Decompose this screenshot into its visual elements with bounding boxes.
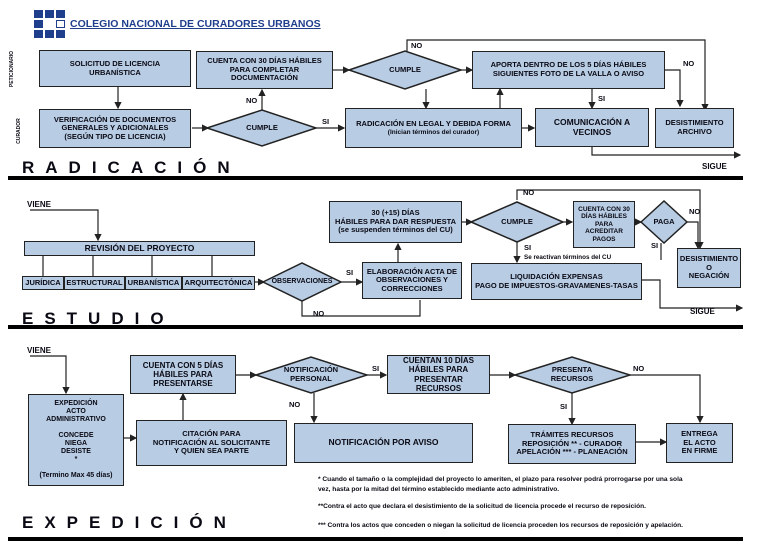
no-label: NO <box>633 364 645 373</box>
sigue-label: SIGUE <box>702 162 727 171</box>
radicacion-legal-box: RADICACIÓN EN LEGAL Y DEBIDA FORMA (Inic… <box>345 108 522 148</box>
paga-label: PAGA <box>653 216 675 226</box>
dias30-text: 30 (+15) DÍAS HÁBILES PARA DAR RESPUESTA <box>334 208 457 226</box>
elaboracion-box: ELABORACIÓN ACTA DE OBSERVACIONES Y CORR… <box>362 262 462 299</box>
no-label: NO <box>689 207 701 216</box>
cumple-diamond-3 <box>469 201 565 243</box>
liquidacion-box: LIQUIDACIÓN EXPENSAS PAGO DE IMPUESTOS-G… <box>471 263 642 300</box>
no-label: NO <box>683 59 695 68</box>
cumple-label-2: CUMPLE <box>389 64 421 74</box>
expedicion-box: EXPEDICIÓN ACTO ADMINISTRATIVO CONCEDE N… <box>28 394 124 486</box>
arquitectonica-box: ARQUITECTÓNICA <box>182 276 255 290</box>
curador-label: CURADOR <box>15 118 22 144</box>
viene-label: VIENE <box>27 346 52 355</box>
dias30-box: 30 (+15) DÍAS HÁBILES PARA DAR RESPUESTA… <box>329 201 462 243</box>
notificacion-diamond <box>253 356 370 394</box>
si-label: SI <box>346 268 354 277</box>
revision-box: REVISIÓN DEL PROYECTO <box>24 241 255 256</box>
section-divider <box>8 176 743 180</box>
cuenta30-pagos-box: CUENTA CON 30 DÍAS HÁBILES PARA ACREDITA… <box>573 201 635 248</box>
cumple-label-1: CUMPLE <box>246 122 278 132</box>
radicacion-legal-text: RADICACIÓN EN LEGAL Y DEBIDA FORMA <box>356 118 511 128</box>
presenta-diamond <box>512 356 633 394</box>
notificacion-aviso-box: NOTIFICACIÓN POR AVISO <box>294 423 473 463</box>
juridica-box: JURÍDICA <box>22 276 64 290</box>
entrega-box: ENTREGA EL ACTO EN FIRME <box>666 423 733 463</box>
reactivan-label: Se reactivan términos del CU <box>524 254 612 261</box>
si-label: SI <box>322 117 330 126</box>
si-label: SI <box>524 243 532 252</box>
cumple-diamond-1 <box>204 109 319 147</box>
section-title-estudio: ESTUDIO <box>22 309 175 328</box>
cumple-diamond-2 <box>346 50 464 90</box>
cuentan10-box: CUENTAN 10 DÍAS HÁBILES PARA PRESENTAR R… <box>387 355 490 394</box>
observaciones-label: OBSERVACIONES <box>271 277 333 285</box>
desistimiento-negacion-box: DESISTIMIENTO O NEGACIÓN <box>677 248 741 288</box>
no-label: NO <box>246 96 258 105</box>
si-label: SI <box>651 241 659 250</box>
page-title: COLEGIO NACIONAL DE CURADORES URBANOS <box>70 18 321 30</box>
si-label: SI <box>372 364 380 373</box>
logo <box>34 10 66 38</box>
no-label: NO <box>411 41 423 50</box>
verificacion-box: VERIFICACIÓN DE DOCUMENTOS GENERALES Y A… <box>39 109 191 148</box>
si-label: SI <box>598 94 606 103</box>
paga-diamond <box>639 199 689 245</box>
footnote-1: * Cuando el tamaño o la complejidad del … <box>318 476 683 493</box>
citacion-box: CITACIÓN PARA NOTIFICACIÓN AL SOLICITANT… <box>136 420 287 466</box>
estructural-box: ESTRUCTURAL <box>64 276 125 290</box>
peticionario-label: PETICIONARIO <box>9 50 16 88</box>
solicitud-box: SOLICITUD DE LICENCIA URBANÍSTICA <box>39 50 191 87</box>
presenta-recursos-label: PRESENTA RECURSOS <box>550 365 594 383</box>
observaciones-diamond <box>261 262 343 302</box>
urbanistica-box: URBANÍSTICA <box>125 276 182 290</box>
section-divider <box>8 537 743 541</box>
section-title-radicacion: RADICACIÓN <box>22 158 241 177</box>
tramites-box: TRÁMITES RECURSOS REPOSICIÓN ** - CURADO… <box>508 424 636 464</box>
cumple-label-3: CUMPLE <box>501 216 533 226</box>
comunicacion-box: COMUNICACIÓN A VECINOS <box>535 108 649 147</box>
desistimiento-archivo-box: DESISTIMIENTO ARCHIVO <box>655 108 734 148</box>
dias30-sub: (se suspenden términos del CU) <box>338 225 453 235</box>
footnote-3: *** Contra los actos que conceden o nieg… <box>318 522 683 529</box>
no-label: NO <box>289 400 301 409</box>
no-label: NO <box>313 309 325 318</box>
footnote-2: **Contra el acto que declara el desistim… <box>318 503 646 510</box>
cuenta5-box: CUENTA CON 5 DÍAS HÁBILES PARA PRESENTAR… <box>130 355 236 394</box>
notificacion-personal-label: NOTIFICACIÓN PERSONAL <box>283 365 339 383</box>
viene-label: VIENE <box>27 200 52 209</box>
aporta-box: APORTA DENTRO DE LOS 5 DÍAS HÁBILES SIGU… <box>472 51 665 89</box>
no-label: NO <box>523 188 535 197</box>
sigue-label: SIGUE <box>690 307 715 316</box>
section-divider <box>8 325 743 329</box>
section-title-expedicion: EXPEDICIÓN <box>22 513 237 532</box>
si-label: SI <box>560 402 568 411</box>
cuenta30-box: CUENTA CON 30 DÍAS HÁBILES PARA COMPLETA… <box>196 51 333 89</box>
radicacion-legal-sub: (Inician términos del curador) <box>387 128 480 136</box>
